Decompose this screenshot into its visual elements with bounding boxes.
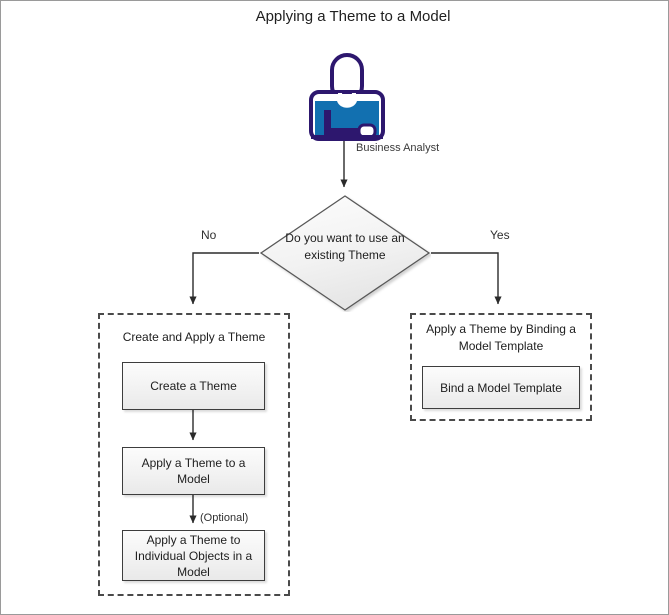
edge-label-optional: (Optional)	[200, 512, 249, 524]
step-create-a-theme[interactable]: Create a Theme	[122, 362, 265, 410]
step-apply-a-theme-to-individual-objects[interactable]: Apply a Theme to Individual Objects in a…	[122, 530, 265, 581]
edge-decision-no	[189, 252, 259, 305]
group-create-and-apply-title: Create and Apply a Theme	[122, 330, 266, 344]
edge-decision-yes	[431, 252, 502, 305]
page-title: Applying a Theme to a Model	[255, 8, 451, 25]
group-apply-by-binding-title: Apply a Theme by Binding a Model Templat…	[426, 322, 576, 353]
business-person-icon	[307, 53, 387, 143]
group-create-and-apply	[98, 313, 290, 596]
edge-label-yes: Yes	[490, 228, 510, 242]
actor-label: Business Analyst	[356, 142, 440, 154]
step-apply-a-theme-to-a-model[interactable]: Apply a Theme to a Model	[122, 447, 265, 495]
decision-label: Do you want to use an existing Theme	[285, 231, 405, 262]
step-bind-a-model-template[interactable]: Bind a Model Template	[422, 366, 580, 409]
group-apply-by-binding	[410, 313, 592, 421]
decision-node[interactable]: Do you want to use an existing Theme	[259, 194, 431, 312]
edge-label-no: No	[201, 228, 217, 242]
